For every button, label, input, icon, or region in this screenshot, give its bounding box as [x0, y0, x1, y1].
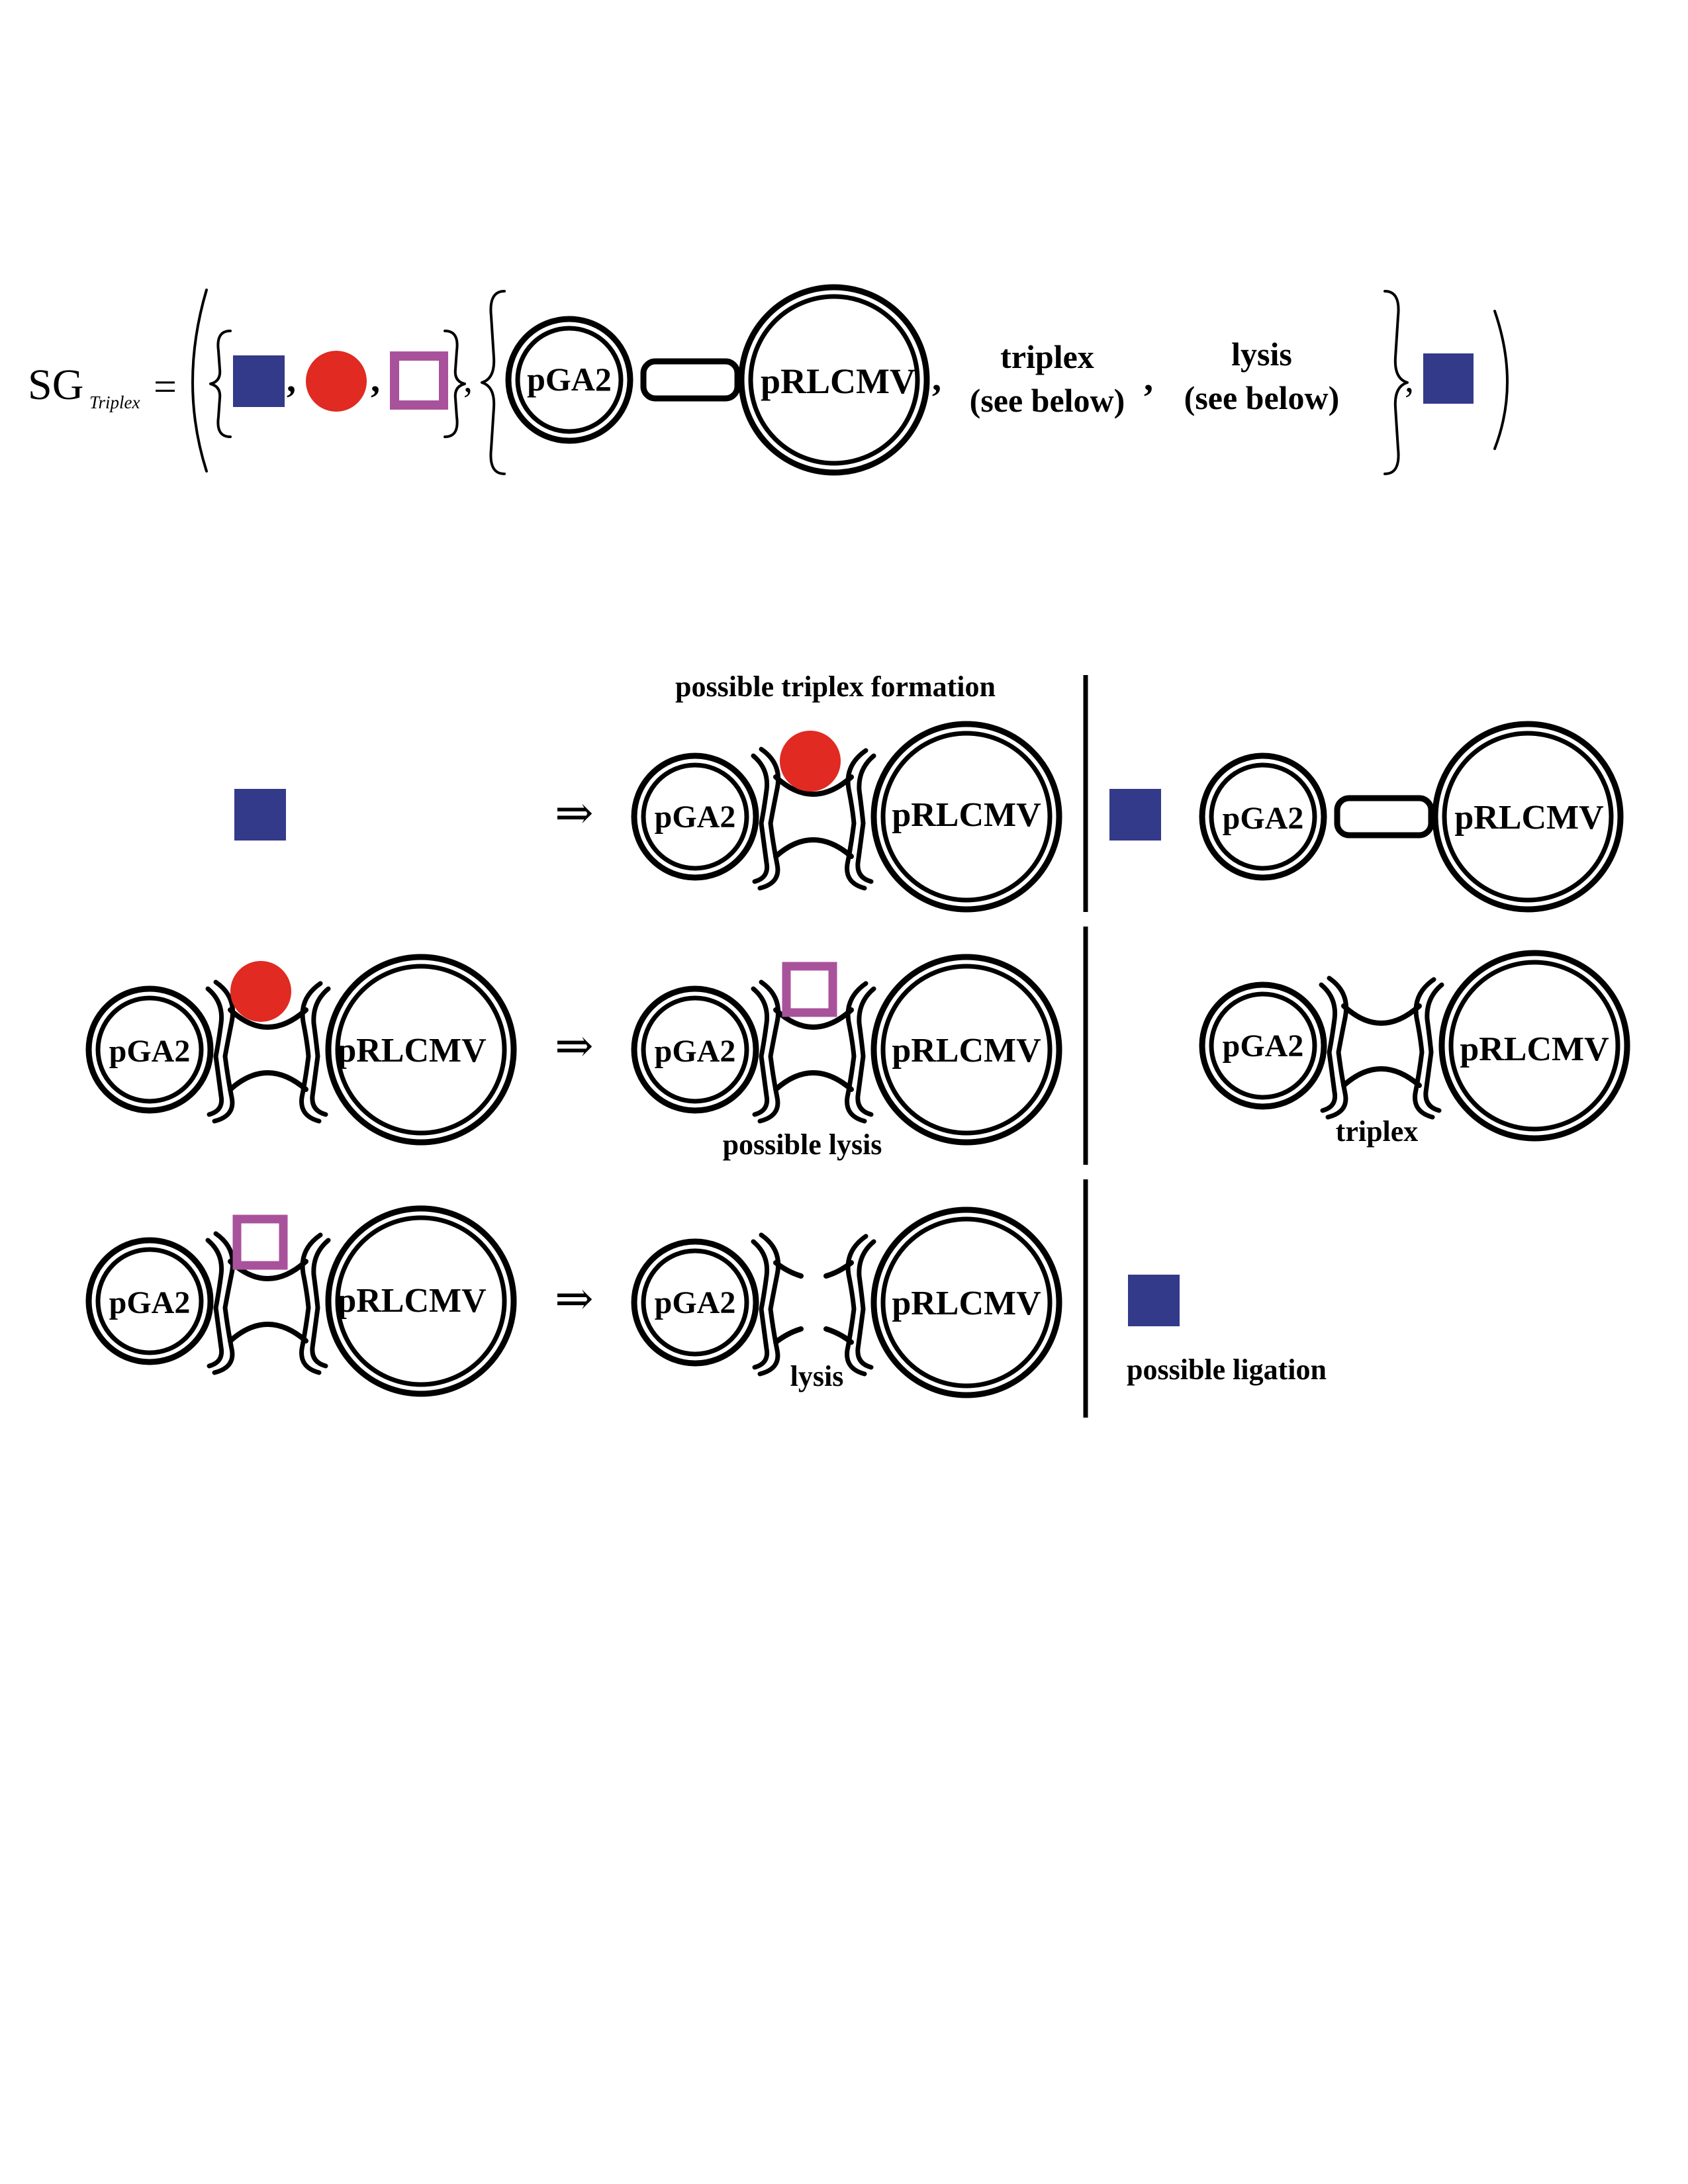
formula: SG Triplex = , , , pGA2 pRLCMV , triplex…: [28, 287, 1509, 475]
comma-1: ,: [287, 359, 296, 400]
rule-2-rhs-label-prlcmv: pRLCMV: [1460, 1030, 1609, 1068]
rule-2-label-pga2: pGA2: [109, 1034, 191, 1069]
rule-3-label-prlcmv: pRLCMV: [337, 1282, 486, 1320]
label-possible-ligation: possible ligation: [1127, 1353, 1327, 1386]
formula-lysis-note: (see below): [1184, 379, 1340, 416]
rule-2-rhs-label-pga2: pGA2: [1223, 1028, 1304, 1064]
second-set-close-brace: [1383, 290, 1409, 475]
comma-5: ,: [1144, 358, 1153, 399]
rule-1-blue-square-lhs: [234, 789, 286, 841]
formula-label-pga2: pGA2: [527, 361, 612, 398]
rule-3-result-label-pga2: pGA2: [655, 1285, 736, 1320]
rule-2-result-label-prlcmv: pRLCMV: [892, 1032, 1041, 1069]
comma-4: ,: [932, 358, 941, 399]
rule-3-result-label-prlcmv: pRLCMV: [892, 1285, 1041, 1322]
rule-1-arrow: ⇒: [555, 788, 594, 839]
formula-lhs-main: SG: [28, 361, 83, 409]
outer-right-paren: [1493, 310, 1509, 450]
rule-3-label-pga2: pGA2: [109, 1285, 191, 1320]
rule-1-red-circle: [780, 731, 841, 792]
comma-3: ,: [463, 359, 473, 400]
magenta-square-item: [390, 351, 448, 410]
rule-3-magenta-square: [232, 1214, 288, 1270]
rule-1-rhs-label-prlcmv: pRLCMV: [1454, 799, 1603, 837]
label-possible-triplex-formation: possible triplex formation: [675, 670, 996, 703]
rule-2-arrow: ⇒: [555, 1021, 594, 1072]
rule-3-blue-square: [1128, 1275, 1180, 1326]
rule-3-lhs: pGA2 pRLCMV: [89, 1208, 514, 1394]
formula-triplex-note: (see below): [970, 382, 1125, 419]
outer-left-paren: [191, 289, 208, 473]
rule-2-result: pGA2 pRLCMV: [634, 957, 1059, 1142]
rule-2-lhs-triplex: pGA2 pRLCMV: [89, 957, 514, 1142]
blue-square-terminal: [1423, 353, 1474, 404]
formula-triplex-word: triplex: [1000, 338, 1094, 375]
rule-2-result-label-pga2: pGA2: [655, 1034, 736, 1069]
rule-1-label-pga2: pGA2: [655, 799, 736, 835]
rule-3-arrow: ⇒: [555, 1274, 594, 1325]
inner-set-close-brace: [444, 330, 466, 438]
formula-lysis-word: lysis: [1231, 336, 1292, 373]
formula-label-prlcmv: pRLCMV: [761, 361, 915, 401]
rule-1-rhs-pair: pGA2 pRLCMV: [1202, 724, 1620, 909]
rule-1-blue-square-rhs: [1109, 789, 1161, 841]
rule-3: pGA2 pRLCMV ⇒ pGA2 pRLCMV lysis possible…: [89, 1179, 1327, 1418]
rule-1-result-triplex: pGA2 pRLCMV: [634, 724, 1059, 909]
formula-lhs-subscript: Triplex: [89, 392, 140, 412]
rule-1-rhs-label-pga2: pGA2: [1223, 801, 1304, 836]
label-lysis: lysis: [790, 1360, 844, 1392]
rule-1: ⇒ possible triplex formation pGA2 pRLCMV…: [234, 670, 1620, 912]
formula-equals: =: [154, 365, 177, 410]
rule-2-magenta-square: [782, 962, 837, 1017]
label-triplex: triplex: [1336, 1115, 1419, 1148]
blue-square-item: [233, 355, 285, 407]
rule-2-red-circle: [230, 961, 291, 1022]
rule-2-rhs-triplex: pGA2 pRLCMV: [1202, 953, 1627, 1138]
comma-2: ,: [371, 359, 380, 400]
rule-1-label-prlcmv: pRLCMV: [892, 796, 1041, 834]
comma-6: ,: [1405, 359, 1414, 400]
rule-2: pGA2 pRLCMV ⇒ pGA2 pRLCMV possible lysis…: [89, 927, 1627, 1165]
formula-plasmid-pair: pGA2 pRLCMV: [508, 287, 927, 473]
rule-2-label-prlcmv: pRLCMV: [337, 1032, 486, 1069]
rule-3-result-lysis: pGA2 pRLCMV: [634, 1210, 1059, 1395]
second-set-open-brace: [481, 290, 506, 475]
inner-set-open-brace: [209, 330, 232, 438]
red-circle-item: [306, 351, 367, 412]
label-possible-lysis: possible lysis: [723, 1128, 882, 1161]
